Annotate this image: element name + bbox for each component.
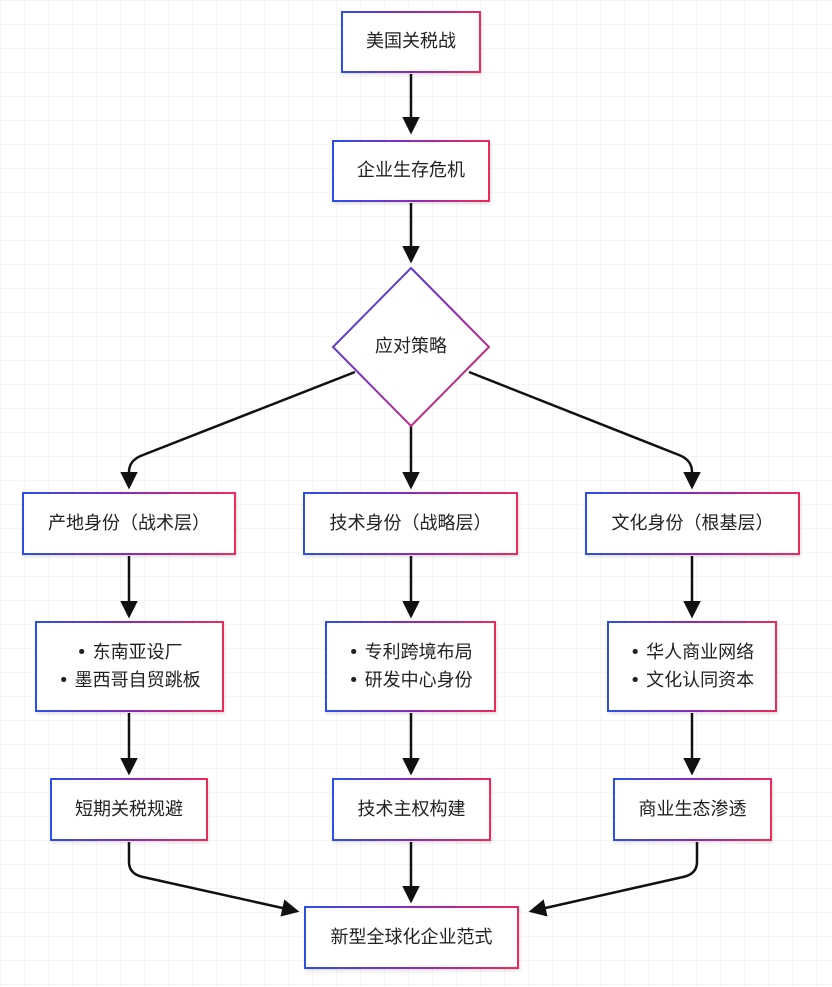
node-tech-identity: 技术身份（战略层） <box>303 492 518 555</box>
origin-item-2: • 墨西哥自贸跳板 <box>58 669 201 691</box>
node-tech-identity-label: 技术身份（战略层） <box>329 512 492 534</box>
node-tariff-war: 美国关税战 <box>341 11 481 73</box>
culture-item-2: • 文化认同资本 <box>629 669 755 691</box>
node-culture-identity: 文化身份（根基层） <box>585 492 800 555</box>
node-new-paradigm-label: 新型全球化企业范式 <box>330 926 493 948</box>
node-ecosystem: 商业生态渗透 <box>613 778 772 841</box>
edge-ecosystem-to-paradigm <box>528 842 699 917</box>
edge-avoid-to-paradigm <box>127 842 300 917</box>
tech-item-1: • 专利跨境布局 <box>348 641 473 663</box>
node-origin-identity-label: 产地身份（战术层） <box>48 512 210 534</box>
origin-item-1: • 东南亚设厂 <box>76 641 183 663</box>
node-crisis: 企业生存危机 <box>332 140 490 202</box>
node-culture-identity-label: 文化身份（根基层） <box>611 512 774 534</box>
node-ecosystem-label: 商业生态渗透 <box>638 798 747 820</box>
node-new-paradigm: 新型全球化企业范式 <box>304 906 519 969</box>
edge-strategy-to-culture <box>468 370 701 490</box>
node-origin-identity: 产地身份（战术层） <box>22 492 236 555</box>
node-tech-items: • 专利跨境布局 • 研发中心身份 <box>325 621 496 712</box>
culture-item-1: • 华人商业网络 <box>629 641 755 663</box>
node-avoid-tariff-label: 短期关税规避 <box>75 798 183 820</box>
node-crisis-label: 企业生存危机 <box>357 160 465 181</box>
node-tech-sovereignty: 技术主权构建 <box>332 778 491 841</box>
node-tariff-war-label: 美国关税战 <box>366 31 456 52</box>
node-tech-sovereignty-label: 技术主权构建 <box>357 798 466 820</box>
node-strategy-label: 应对策略 <box>375 336 447 357</box>
strategy-diamond <box>331 266 491 428</box>
node-avoid-tariff: 短期关税规避 <box>50 778 208 841</box>
tech-item-2: • 研发中心身份 <box>348 669 473 691</box>
edge-strategy-to-origin <box>120 370 356 490</box>
node-origin-items: • 东南亚设厂 • 墨西哥自贸跳板 <box>35 621 224 712</box>
node-culture-items: • 华人商业网络 • 文化认同资本 <box>607 621 777 712</box>
